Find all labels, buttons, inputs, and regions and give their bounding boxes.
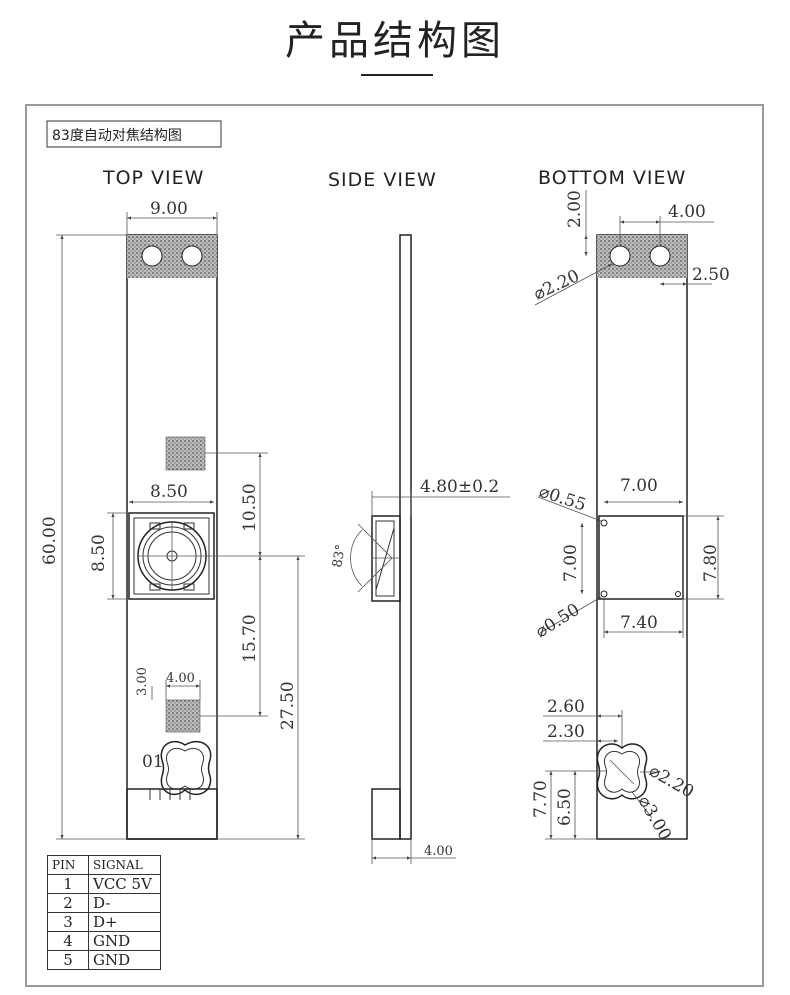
pin-number: 4 — [47, 931, 89, 951]
table-row: 5 GND — [47, 950, 161, 970]
dim-slot-height-inner: 6.50 — [555, 788, 575, 826]
pin-number: 3 — [47, 912, 89, 932]
top-lower-pad — [165, 699, 201, 733]
pin-number: 2 — [47, 893, 89, 913]
dim-module-width: 8.50 — [150, 482, 188, 502]
dim-sensor-height: 7.00 — [561, 544, 581, 582]
top-connector — [126, 788, 218, 840]
side-camera-module — [371, 515, 401, 602]
dim-hole-offset-side: 2.50 — [692, 265, 730, 285]
side-view-label: SIDE VIEW — [328, 169, 437, 191]
dim-slot-inner: 2.30 — [547, 722, 585, 742]
dim-module-height: 8.50 — [89, 534, 109, 572]
mark-top — [600, 519, 608, 527]
pin-signal: D+ — [88, 912, 161, 932]
signal-header: SIGNAL — [88, 855, 161, 875]
dim-pad-width: 4.00 — [166, 671, 195, 686]
dim-fov-angle: 83° — [330, 543, 349, 568]
fov-arc — [350, 529, 363, 587]
bottom-slot-hole — [596, 743, 648, 800]
dim-upper-gap: 10.50 — [240, 483, 260, 532]
dim-total-length: 60.00 — [40, 516, 60, 565]
dim-hole-offset-top: 2.00 — [565, 190, 585, 228]
dim-sensor-outer-height: 7.80 — [701, 544, 721, 582]
dim-pad-gap: 3.00 — [135, 667, 150, 696]
pin-signal: D- — [88, 893, 161, 913]
dim-to-bottom: 27.50 — [278, 681, 298, 730]
dim-mark-top: ⌀0.55 — [536, 482, 588, 516]
top-view-label: TOP VIEW — [102, 167, 204, 189]
dim-hole-spacing: 4.00 — [668, 202, 706, 222]
pin-signal: VCC 5V — [88, 874, 161, 894]
pin-one-label: 01 — [142, 752, 164, 772]
top-slot-hole — [160, 740, 212, 796]
dim-slot-outer: 2.60 — [547, 697, 585, 717]
dim-sensor-outer-width: 7.40 — [620, 613, 658, 633]
bottom-view-drawing: 4.00 2.00 ⌀2.20 2.50 7.00 7.00 7.80 7.40… — [531, 190, 730, 844]
side-view-drawing: 83° 4.80±0.2 4.00 — [330, 234, 510, 864]
pin-number: 5 — [47, 950, 89, 970]
bottom-pcb-outline — [596, 234, 688, 840]
pin-signal: GND — [88, 950, 161, 970]
top-mount-pad — [127, 235, 217, 278]
pin-header: PIN — [47, 855, 89, 875]
dim-top-width: 9.00 — [150, 199, 188, 219]
pin-number: 1 — [47, 874, 89, 894]
pin-signal: GND — [88, 931, 161, 951]
dim-lower-gap: 15.70 — [240, 614, 260, 663]
side-connector — [371, 788, 401, 840]
top-view-drawing: 01 9.00 8.50 8.50 60.00 10.50 15.70 27.5… — [40, 199, 305, 840]
caption-text: 83度自动对焦结构图 — [52, 128, 182, 144]
title-underline — [361, 74, 433, 76]
table-row: 4 GND — [47, 931, 161, 951]
dim-connector-depth: 4.00 — [424, 844, 453, 859]
bottom-mount-hole-right — [649, 245, 671, 267]
dim-hole-diameter: ⌀2.20 — [531, 266, 583, 304]
mark-bottom — [600, 590, 608, 598]
page-title: 产品结构图 — [285, 18, 505, 64]
drawing-frame — [25, 104, 764, 987]
caption-box — [46, 120, 222, 148]
side-pcb-edge — [399, 234, 412, 840]
top-mount-hole-left — [141, 245, 163, 267]
dim-slot-height-outer: 7.70 — [531, 780, 551, 818]
table-row: 2 D- — [47, 893, 161, 913]
top-upper-pad — [165, 436, 206, 471]
dim-mark-bottom: ⌀0.50 — [532, 600, 583, 642]
pin-table: PIN SIGNAL 1 VCC 5V 2 D- 3 D+ 4 GND 5 GN… — [47, 855, 161, 970]
bottom-mount-hole-left — [609, 245, 631, 267]
dim-sensor-width: 7.00 — [620, 476, 658, 496]
table-row: 1 VCC 5V — [47, 874, 161, 894]
bottom-view-label: BOTTOM VIEW — [538, 167, 686, 189]
dim-lens-height: 4.80±0.2 — [420, 477, 499, 497]
pin-table-header: PIN SIGNAL — [47, 855, 161, 875]
top-mount-hole-right — [181, 245, 203, 267]
table-row: 3 D+ — [47, 912, 161, 932]
